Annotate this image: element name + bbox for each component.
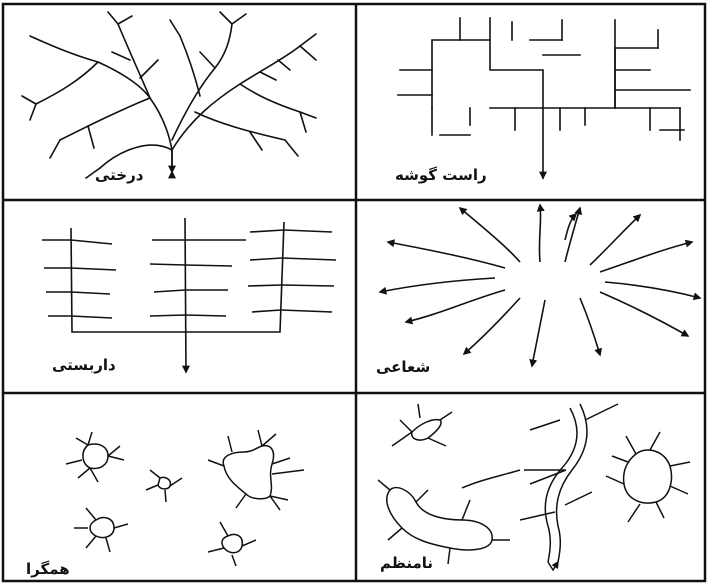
label-dendritic: درختی: [95, 166, 143, 184]
panel-grid: [3, 4, 705, 581]
radial-pattern: [380, 205, 700, 366]
dendritic-pattern: [22, 12, 316, 178]
label-centripetal: همگرا: [26, 560, 70, 578]
label-trellis: داربستی: [52, 356, 116, 374]
rectangular-pattern: [398, 18, 690, 178]
label-rectangular: راست گوشه: [395, 166, 487, 184]
deranged-pattern: [378, 404, 690, 570]
trellis-pattern: [42, 218, 336, 372]
centripetal-pattern: [66, 430, 304, 566]
label-radial: شعاعی: [376, 358, 430, 376]
label-deranged: نامنظم: [380, 554, 433, 572]
